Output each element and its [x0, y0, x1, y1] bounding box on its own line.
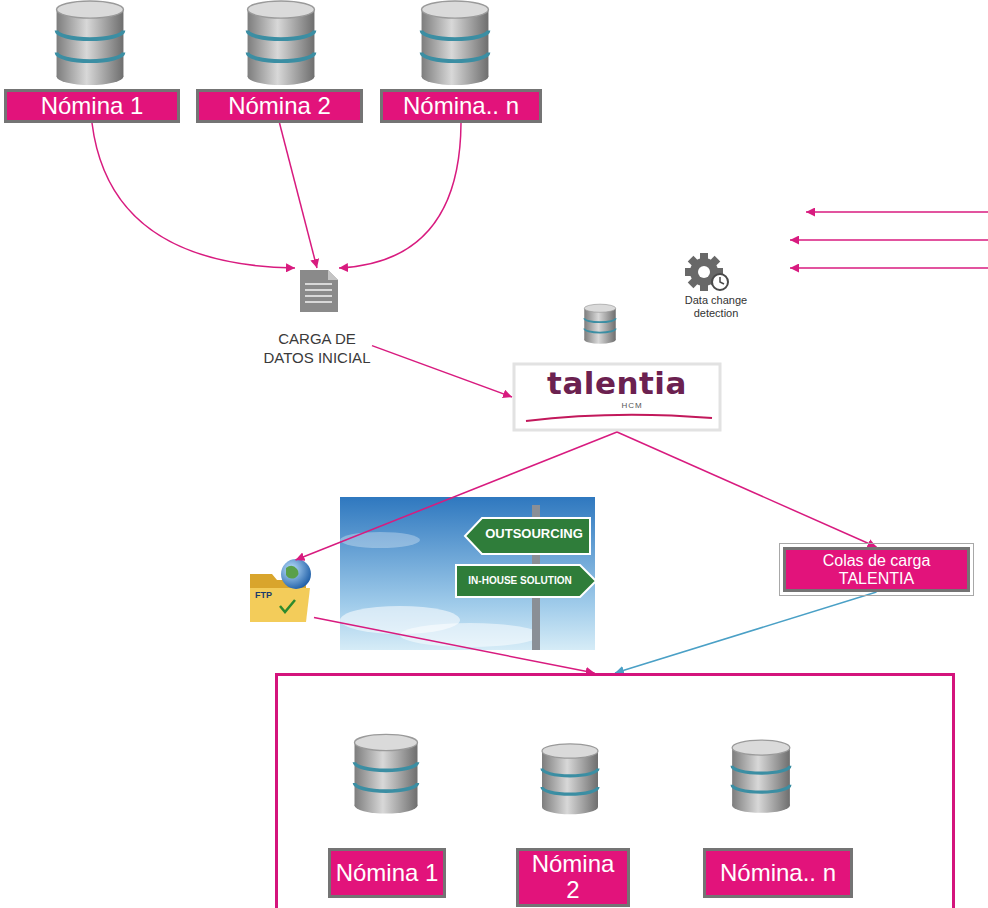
node-text: Nómina.. n: [403, 93, 519, 119]
node-text: talentia: [547, 366, 687, 402]
flow-arrow: [372, 346, 512, 397]
flow-arrow: [339, 123, 461, 268]
database-icon: [584, 304, 616, 344]
queue-box: Colas de carga TALENTIA: [783, 547, 970, 592]
talentia-logo: talentiaHCM: [512, 362, 722, 432]
payroll-group: Nómina 1 Nómina 2 Nómina.. n: [275, 673, 955, 908]
database-icon: [57, 1, 124, 85]
database-icon: [422, 1, 489, 85]
node-text: HCM: [621, 402, 642, 410]
signpost-picture: [340, 497, 596, 650]
database-icon: [355, 734, 418, 813]
node-text: Nómina 2: [523, 851, 623, 904]
sign-text: IN-HOUSE SOLUTION: [460, 576, 580, 586]
node-text: Colas de carga TALENTIA: [790, 552, 963, 587]
payroll-box: Nómina 2: [516, 848, 630, 907]
node-text: CARGA DE DATOS INICIAL: [262, 330, 372, 368]
database-icon: [732, 740, 790, 813]
flow-arrow: [314, 618, 595, 673]
payroll-box: Nómina 1: [4, 89, 180, 123]
document-icon: [300, 270, 338, 312]
flow-arrow: [615, 592, 877, 673]
flow-arrow: [280, 123, 318, 268]
payroll-box: Nómina 2: [196, 89, 363, 123]
node-text: Nómina 1: [336, 860, 439, 886]
node-text: FTP: [255, 590, 314, 600]
flow-arrow: [296, 432, 617, 560]
gear-icon: [685, 253, 728, 291]
database-icon: [542, 744, 598, 814]
logo-frame: [514, 364, 720, 430]
flow-arrow: [617, 432, 877, 547]
node-text: Nómina.. n: [720, 860, 836, 886]
initial-load-document: CARGA DE DATOS INICIAL: [262, 268, 372, 368]
node-text: Data change detection: [676, 294, 756, 320]
change-detection: Data change detection: [666, 252, 766, 320]
ftp-folder: FTP: [248, 560, 314, 624]
database-icon: [248, 1, 315, 85]
payroll-box: Nómina 1: [328, 848, 446, 898]
payroll-box: Nómina.. n: [703, 848, 853, 898]
node-text: Nómina 1: [41, 93, 144, 119]
flow-arrow: [92, 123, 295, 268]
sign-text: OUTSOURCING: [482, 527, 586, 540]
payroll-box: Nómina.. n: [380, 89, 542, 123]
incoming-arrows: [790, 212, 988, 268]
node-text: Nómina 2: [228, 93, 331, 119]
